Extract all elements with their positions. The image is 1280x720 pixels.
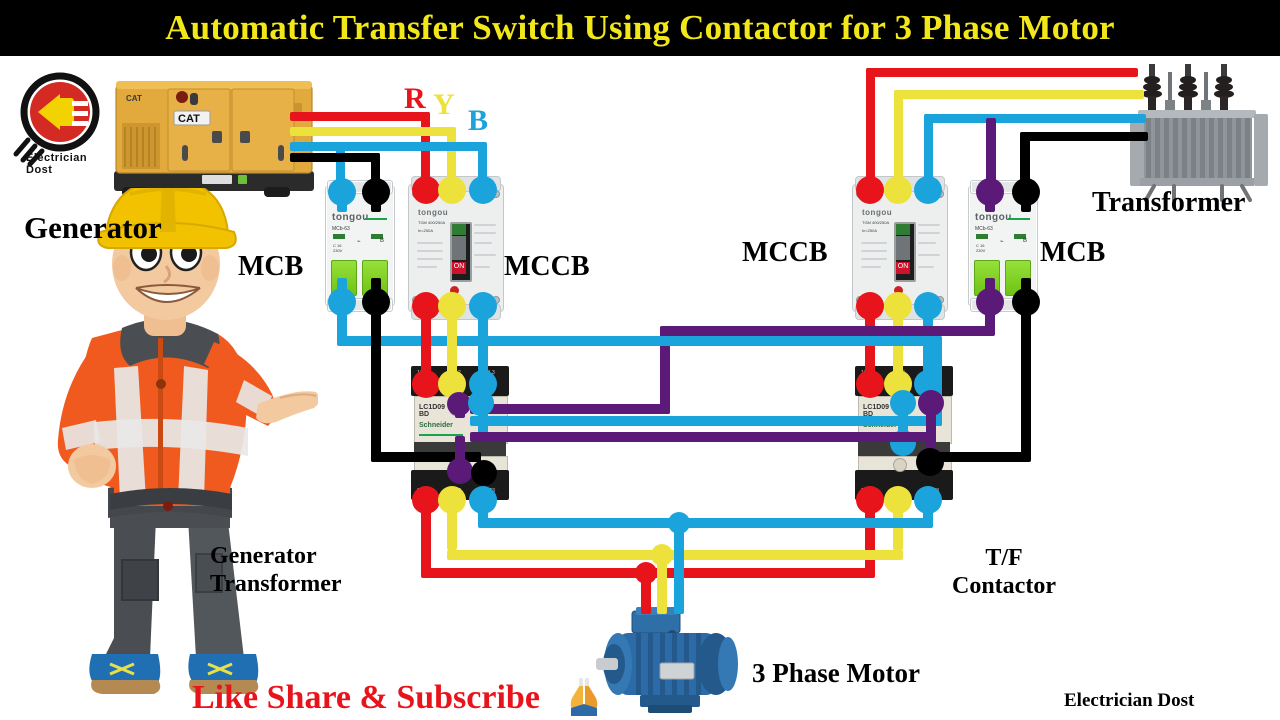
wire-mcbR-p-down — [985, 302, 995, 330]
wire-mcbL-n-down — [371, 302, 381, 462]
label-mccb-left: MCCB — [504, 251, 590, 282]
phase-label-b: B — [468, 104, 489, 137]
wire-motor-r-left — [421, 568, 651, 578]
brand-logo: Electrician Dost — [8, 68, 112, 176]
wire-tf-ctrl-purple — [986, 118, 996, 194]
label-watermark: Electrician Dost — [1064, 690, 1195, 711]
label-mcb-left: MCB — [238, 251, 304, 282]
mccb-right-brand: tongou — [862, 208, 893, 217]
wire-motor-y-right — [657, 550, 903, 560]
wire-gen-r-v — [421, 112, 430, 190]
mccb-right-device: tongou TGM 400/250A In=250A ON — [852, 176, 948, 320]
wire-gen-b-branch-v — [336, 146, 345, 192]
wire-mcbR-n-down — [1021, 302, 1031, 460]
label-transformer: Transformer — [1092, 187, 1246, 218]
phase-label-r: R — [404, 82, 426, 115]
term-mccbR-top-b — [914, 176, 942, 204]
mccb-left-brand: tongou — [418, 208, 449, 217]
wire-mcbL-b-right — [337, 336, 477, 346]
wire-gen-b-v — [478, 142, 487, 190]
wire-motor-b-left — [478, 518, 684, 528]
wire-tf-r-v — [866, 68, 875, 190]
term-mccbL-top-r — [412, 176, 440, 204]
wire-gen-b-h — [290, 142, 486, 151]
aux-ctrL-n-bot — [471, 460, 497, 486]
svg-text:CAT: CAT — [178, 113, 200, 125]
label-mccb-right: MCCB — [742, 237, 828, 268]
term-mccbL-top-b — [469, 176, 497, 204]
wire-mcbL-n-right — [371, 452, 481, 462]
wire-gen-r-h — [290, 112, 430, 121]
label-generator-contactor: Generator Transformer — [210, 543, 342, 598]
label-cta: Like Share & Subscribe — [192, 679, 540, 716]
wire-mcbR-n-left — [925, 452, 1031, 462]
logo-icon — [13, 72, 100, 167]
wire-motor-y-left — [447, 550, 667, 560]
generator-device: CAT CAT — [112, 75, 320, 200]
wire-ctrl-b-bus1 — [470, 336, 942, 346]
wire-tf-n-v — [1020, 132, 1030, 194]
wire-tf-n-h — [1020, 132, 1148, 141]
wire-tf-b-h — [924, 114, 1146, 123]
term-mccbR-top-y — [884, 176, 912, 204]
wire-ctrl-p-down — [660, 326, 670, 414]
wire-motor-b-right — [674, 518, 933, 528]
logo-brand-text: Electrician Dost — [26, 152, 88, 176]
label-mcb-right: MCB — [1040, 237, 1106, 268]
wire-motor-r-right — [641, 568, 875, 578]
term-mccbR-top-r — [856, 176, 884, 204]
wire-ctrl-b-bus2 — [470, 416, 942, 426]
mcb-right-brand: tongou — [975, 212, 1012, 223]
wire-tf-y-h — [894, 90, 1144, 99]
mcb-left-brand: tongou — [332, 212, 369, 223]
term-mccbL-top-y — [438, 176, 466, 204]
wire-mcbR-p-left — [660, 326, 995, 336]
wire-tf-r-h — [866, 68, 1138, 77]
aux-ctrR-n-bot — [916, 448, 944, 476]
wire-gen-n-h — [290, 153, 380, 162]
wire-tf-y-v — [894, 90, 903, 190]
wire-gen-n-v — [371, 153, 380, 193]
electrician-character — [18, 178, 320, 708]
motor-device — [596, 605, 756, 717]
title-bar: Automatic Transfer Switch Using Contacto… — [0, 0, 1280, 56]
contactor-left-brand: Schneider — [419, 422, 453, 429]
praying-hands-icon — [567, 676, 601, 718]
wire-tf-b-v — [924, 114, 933, 190]
wire-ctrl-p-bus2 — [470, 432, 936, 442]
wire-gen-y-v — [447, 127, 456, 190]
term-ctrR-top-r — [856, 370, 884, 398]
label-generator: Generator — [24, 210, 162, 245]
label-motor: 3 Phase Motor — [752, 658, 920, 688]
wire-gen-y-h — [290, 127, 456, 136]
term-ctrL-top-r — [412, 370, 440, 398]
wire-ctrl-p-to-ctrL — [470, 404, 670, 414]
page-title: Automatic Transfer Switch Using Contacto… — [165, 8, 1115, 47]
svg-text:CAT: CAT — [126, 94, 142, 103]
wire-ctrl-b-drop — [932, 336, 942, 426]
transformer-device — [1130, 60, 1280, 205]
phase-label-y: Y — [433, 88, 455, 121]
label-tf-contactor: T/F Contactor — [952, 545, 1056, 600]
wire-mcbL-b-down — [337, 302, 347, 342]
